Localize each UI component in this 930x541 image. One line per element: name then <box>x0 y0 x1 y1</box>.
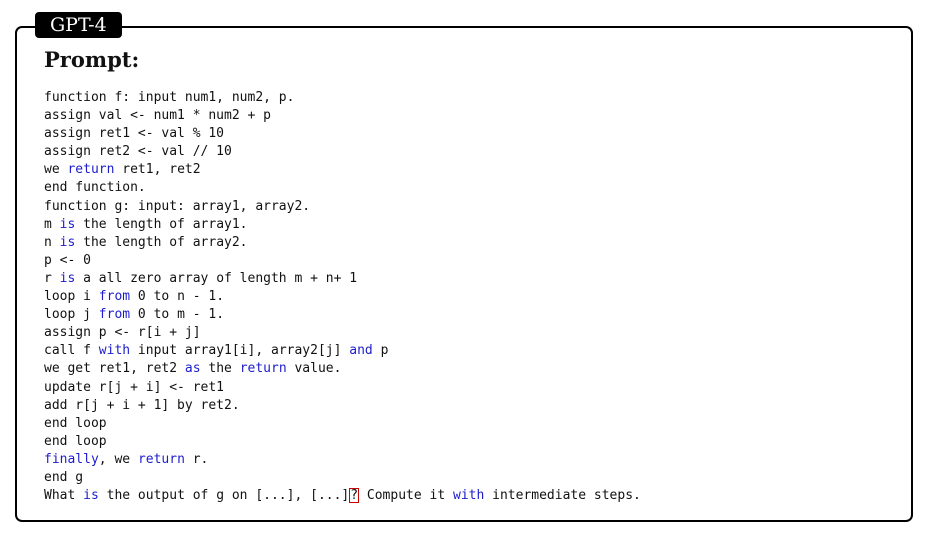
code-line: function f: input num1, num2, p. <box>44 89 641 107</box>
code-text: assign p <- r[i + j] <box>44 325 201 341</box>
code-line: n is the length of array2. <box>44 234 641 252</box>
code-text: function g: input: array1, array2. <box>44 198 311 214</box>
code-text: assign val <- num1 * num2 + p <box>44 108 271 124</box>
code-line: p <- 0 <box>44 252 641 270</box>
code-text: update r[j + i] <- ret1 <box>44 379 225 395</box>
code-text: What <box>44 488 84 504</box>
keyword: from <box>98 289 131 305</box>
code-block: function f: input num1, num2, p. assign v… <box>44 89 641 505</box>
code-text: p <box>372 343 389 359</box>
keyword: from <box>98 307 131 323</box>
code-line: loop j from 0 to m - 1. <box>44 306 641 324</box>
code-text: ret1, ret2 <box>114 162 201 178</box>
code-text: r <box>44 270 60 286</box>
code-text: r. <box>184 451 209 467</box>
code-text: input array1[i], array2[j] <box>130 343 350 359</box>
code-line: update r[j + i] <- ret1 <box>44 379 641 397</box>
keyword: is <box>59 270 76 286</box>
code-text: 0 to m - 1. <box>130 307 225 323</box>
code-text: , we <box>98 451 138 467</box>
code-text: end function. <box>44 180 146 196</box>
code-line: assign val <- num1 * num2 + p <box>44 107 641 125</box>
code-line: we get ret1, ret2 as the return value. <box>44 360 641 378</box>
code-text: n <box>44 234 60 250</box>
prompt-frame <box>15 26 913 522</box>
keyword: with <box>453 488 485 504</box>
keyword: return <box>67 162 115 178</box>
code-line: assign ret1 <- val % 10 <box>44 125 641 143</box>
code-line: finally, we return r. <box>44 451 641 469</box>
code-text: 0 to n - 1. <box>130 289 225 305</box>
keyword: is <box>59 234 76 250</box>
code-text: end loop <box>44 415 107 431</box>
code-text: Compute it <box>359 488 453 504</box>
code-text: loop j <box>44 307 99 323</box>
code-line: What is the output of g on [...], [...]?… <box>44 487 641 505</box>
code-line: m is the length of array1. <box>44 216 641 234</box>
keyword: finally <box>44 451 99 467</box>
code-line: we return ret1, ret2 <box>44 161 641 179</box>
highlighted-question-mark: ? <box>349 488 360 504</box>
code-text: a all zero array of length m + n+ 1 <box>75 270 358 286</box>
code-line: end function. <box>44 179 641 197</box>
code-text: we get ret1, ret2 <box>44 361 185 377</box>
code-text: the length of array2. <box>75 234 248 250</box>
code-text: assign ret2 <- val // 10 <box>44 144 232 160</box>
keyword: as <box>184 361 201 377</box>
code-text: end loop <box>44 433 107 449</box>
model-badge: GPT-4 <box>35 12 122 38</box>
keyword: is <box>59 216 76 232</box>
code-line: function g: input: array1, array2. <box>44 198 641 216</box>
code-text: p <- 0 <box>44 252 91 268</box>
code-text: the output of g on [...], [...] <box>98 488 350 504</box>
keyword: return <box>239 361 287 377</box>
code-text: the length of array1. <box>75 216 248 232</box>
code-line: assign ret2 <- val // 10 <box>44 143 641 161</box>
keyword: and <box>349 343 373 359</box>
code-line: r is a all zero array of length m + n+ 1 <box>44 270 641 288</box>
keyword: is <box>83 488 99 504</box>
keyword: with <box>98 343 131 359</box>
code-text: loop i <box>44 289 99 305</box>
code-text: assign ret1 <- val % 10 <box>44 126 225 142</box>
code-text: we <box>44 162 68 178</box>
prompt-heading: Prompt: <box>44 47 140 72</box>
code-text: value. <box>286 361 342 377</box>
code-text: end g <box>44 469 84 485</box>
code-line: assign p <- r[i + j] <box>44 324 641 342</box>
code-line: loop i from 0 to n - 1. <box>44 288 641 306</box>
code-line: end loop <box>44 415 641 433</box>
code-line: end loop <box>44 433 641 451</box>
code-text: intermediate steps. <box>484 488 641 504</box>
code-text: function f: input num1, num2, p. <box>44 90 295 105</box>
code-text: m <box>44 216 60 232</box>
code-line: add r[j + i + 1] by ret2. <box>44 397 641 415</box>
keyword: return <box>137 451 185 467</box>
code-line: end g <box>44 469 641 487</box>
code-text: call f <box>44 343 99 359</box>
code-text: add r[j + i + 1] by ret2. <box>44 397 240 413</box>
code-text: the <box>200 361 240 377</box>
code-line: call f with input array1[i], array2[j] a… <box>44 342 641 360</box>
